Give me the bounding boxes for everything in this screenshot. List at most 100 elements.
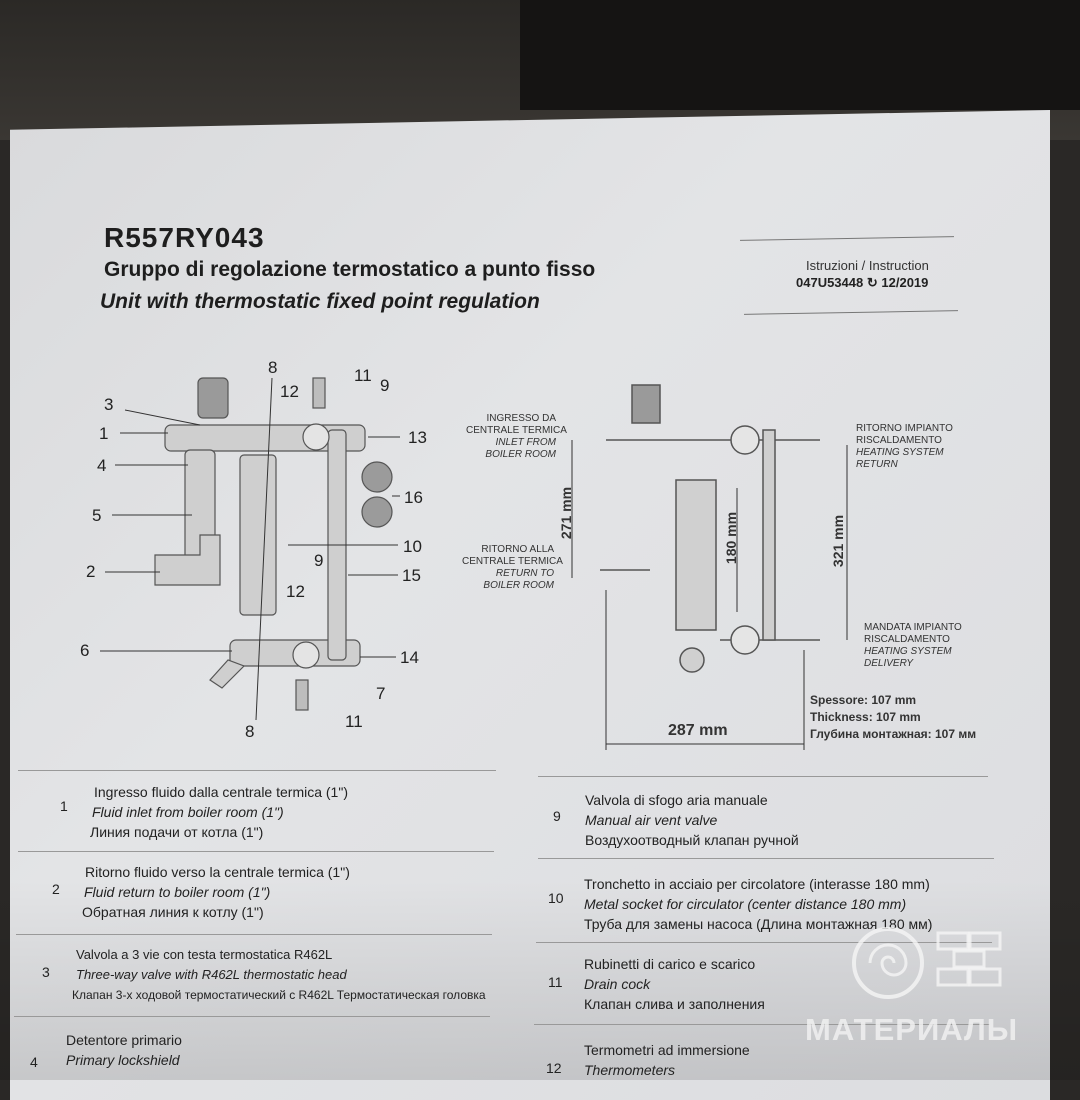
callout-11-bottom: 11: [345, 712, 363, 731]
legend-divider-r2: [538, 858, 994, 859]
thermometer-top: [302, 423, 330, 451]
callout-10: 10: [403, 537, 422, 556]
front-thermo-head: [631, 384, 661, 424]
front-gauge-bottom: [730, 625, 760, 655]
callout-9-top: 9: [380, 376, 390, 395]
callout-2: 2: [86, 562, 96, 581]
legend-row-3: 3 Valvola a 3 vie con testa termostatica…: [42, 945, 486, 1005]
inlet-label-en-1: INLET FROM: [495, 437, 556, 448]
drain-bottom: [295, 679, 309, 711]
legend-ru: Труба для замены насоса (Длина монтажная…: [584, 916, 933, 932]
legend-num: 9: [553, 808, 561, 824]
return-system-it-2: RISCALDAMENTO: [856, 435, 942, 446]
delivery-en-1: HEATING SYSTEM: [864, 646, 952, 657]
legend-it: Ingresso fluido dalla centrale termica (…: [94, 784, 348, 800]
inlet-label-en-2: BOILER ROOM: [485, 449, 556, 460]
callout-15: 15: [402, 566, 421, 585]
thickness-block: Spessore: 107 mm Thickness: 107 mm Глуби…: [810, 692, 976, 743]
legend-divider-r4: [534, 1024, 990, 1025]
thickness-it: Spessore: 107 mm: [810, 693, 917, 707]
inlet-label-it-2: CENTRALE TERMICA: [466, 425, 567, 436]
legend-it: Tronchetto in acciaio per circolatore (i…: [584, 876, 930, 892]
legend-num: 4: [30, 1054, 38, 1070]
legend-num: 3: [42, 964, 50, 980]
legend-ru: Клапан 3-х ходовой термостатический с R4…: [72, 988, 486, 1002]
legend-en: Manual air vent valve: [585, 812, 718, 828]
inlet-label: INGRESSO DA CENTRALE TERMICA INLET FROM …: [466, 413, 567, 461]
callout-13: 13: [408, 428, 427, 447]
legend-row-2: 2 Ritorno fluido verso la centrale termi…: [52, 862, 350, 922]
shadow: [520, 0, 1080, 110]
legend-row-11: 11 Rubinetti di carico e scarico Drain c…: [548, 954, 765, 1014]
legend-ru: Клапан слива и заполнения: [584, 996, 765, 1012]
model-number: R557RY043: [104, 222, 265, 253]
return-system-label: RITORNO IMPIANTO RISCALDAMENTO HEATING S…: [856, 423, 953, 471]
callout-16: 16: [404, 488, 423, 507]
callout-1: 1: [99, 424, 109, 443]
instruction-sheet: [10, 110, 1050, 1100]
legend-num: 12: [546, 1060, 562, 1076]
return-boiler-it-1: RITORNO ALLA: [481, 544, 554, 555]
front-lower-gauge: [679, 647, 705, 673]
legend-divider-r1: [538, 776, 988, 777]
instructions-label: Istruzioni / Instruction: [806, 258, 929, 273]
legend-it: Rubinetti di carico e scarico: [584, 956, 756, 972]
front-right-pipe: [762, 429, 776, 641]
legend-num: 10: [548, 890, 564, 906]
thermometer-bottom: [292, 641, 320, 669]
legend-divider-3: [16, 934, 492, 935]
thickness-ru: Глубина монтажная: 107 мм: [810, 727, 977, 741]
legend-en: Fluid return to boiler room (1"): [84, 884, 271, 900]
doc-date: 12/2019: [881, 275, 929, 290]
legend-divider-4: [14, 1016, 490, 1017]
legend-it: Detentore primario: [66, 1032, 182, 1048]
legend-it: Valvola a 3 vie con testa termostatica R…: [76, 947, 333, 962]
return-elbow: [154, 534, 221, 586]
legend-row-4: 4 Detentore primario Primary lockshield: [30, 1030, 182, 1070]
callout-14: 14: [400, 648, 419, 667]
doc-code: 047U53448 ↻ 12/2019: [796, 275, 928, 291]
dimension-287: 287 mm: [668, 722, 728, 739]
spare-cap-1: [361, 461, 393, 493]
legend-row-12: 12 Termometri ad immersione Thermometers: [546, 1040, 750, 1080]
return-boiler-en-1: RETURN TO: [495, 568, 554, 579]
pump-socket-body: [239, 454, 277, 616]
delivery-en-2: DELIVERY: [864, 658, 914, 669]
callout-8-bottom: 8: [245, 722, 255, 741]
watermark-text: МАТЕРИАЛЫ: [805, 1012, 1019, 1047]
legend-en: Thermometers: [584, 1062, 676, 1078]
inlet-label-it-1: INGRESSO DA: [486, 413, 556, 424]
front-view-body: [675, 479, 717, 631]
legend-it: Ritorno fluido verso la centrale termica…: [85, 864, 350, 880]
paper-shade: [0, 880, 1080, 1080]
legend-divider-2: [18, 851, 494, 852]
delivery-it-1: MANDATA IMPIANTO: [864, 622, 962, 633]
lower-elbow: [209, 659, 246, 689]
legend-it: Valvola di sfogo aria manuale: [585, 792, 768, 808]
legend-num: 1: [60, 798, 68, 814]
dimension-180: 180 mm: [723, 511, 740, 565]
callout-12-mid: 12: [286, 582, 305, 601]
return-boiler-en-2: BOILER ROOM: [483, 580, 554, 591]
legend-en: Three-way valve with R462L thermostatic …: [76, 967, 347, 982]
callout-6: 6: [80, 641, 90, 660]
legend-en: Primary lockshield: [66, 1052, 180, 1068]
delivery-label: MANDATA IMPIANTO RISCALDAMENTO HEATING S…: [864, 622, 962, 670]
dimension-271: 271 mm: [558, 486, 575, 540]
return-system-en-1: HEATING SYSTEM: [856, 447, 944, 458]
legend-row-9: 9 Valvola di sfogo aria manuale Manual a…: [553, 790, 799, 850]
return-system-it-1: RITORNO IMPIANTO: [856, 423, 953, 434]
legend-it: Termometri ad immersione: [584, 1042, 750, 1058]
legend-num: 11: [548, 974, 563, 990]
legend-ru: Линия подачи от котла (1"): [90, 824, 264, 840]
return-boiler-label: RITORNO ALLA CENTRALE TERMICA RETURN TO …: [462, 544, 563, 592]
watermark-logo-icon: [852, 927, 1002, 999]
callout-12-top: 12: [280, 382, 299, 401]
spare-cap-2: [361, 496, 393, 528]
title-english: Unit with thermostatic fixed point regul…: [100, 290, 540, 313]
thermostatic-head: [197, 377, 229, 419]
callout-4: 4: [97, 456, 107, 475]
valve-assembly-diagram: [100, 377, 848, 750]
front-gauge-top: [730, 425, 760, 455]
